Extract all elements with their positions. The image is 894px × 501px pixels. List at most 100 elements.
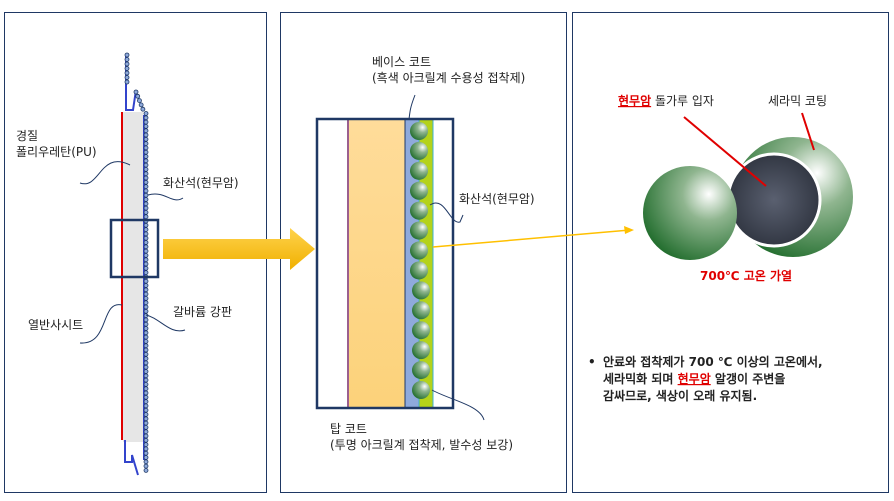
granule xyxy=(143,235,149,241)
granule xyxy=(143,317,149,323)
granule xyxy=(143,343,149,349)
granule xyxy=(143,149,149,155)
bullet-basalt-highlight: 현무암 xyxy=(678,371,711,386)
granule xyxy=(143,390,149,396)
volcanic-stone-sphere xyxy=(412,281,430,300)
granule xyxy=(137,98,142,103)
pu-layer xyxy=(349,119,405,408)
granule xyxy=(143,197,149,202)
granule xyxy=(143,420,149,426)
particle-label-text: 돌가루 입자 xyxy=(651,94,714,108)
particle-pointer xyxy=(683,116,767,187)
granule xyxy=(143,338,149,344)
granule xyxy=(140,106,146,112)
granule xyxy=(143,326,149,331)
granule xyxy=(143,132,149,138)
granule xyxy=(143,111,149,116)
coating-pointer xyxy=(801,112,815,151)
volcanic-stone-sphere xyxy=(410,241,428,260)
granule xyxy=(143,270,149,276)
granule xyxy=(143,252,149,258)
granule xyxy=(143,429,149,435)
zoom-region-box xyxy=(109,218,160,279)
base-coat-desc: (흑색 아크릴계 수용성 접착제) xyxy=(372,71,525,85)
granule xyxy=(143,201,149,207)
bullet-line-1: 안료와 접착제가 700 ℃ 이상의 고온에서, xyxy=(603,354,823,369)
detail-pointer-arrowhead xyxy=(624,226,634,234)
granule xyxy=(143,416,149,422)
granule xyxy=(143,330,149,336)
granule xyxy=(143,347,149,353)
volcanic-stone-sphere xyxy=(410,161,428,180)
volcanic-stone-sphere xyxy=(412,321,430,340)
granule xyxy=(143,205,149,211)
volcanic-stone-sphere xyxy=(410,221,428,240)
granule xyxy=(124,66,130,71)
granule xyxy=(143,222,149,228)
granule xyxy=(143,321,149,327)
granule xyxy=(143,467,149,473)
granule xyxy=(143,459,149,465)
granule xyxy=(143,295,149,301)
bullet-line-3: 감싸므로, 색상이 오래 유지됨. xyxy=(603,388,757,403)
granule xyxy=(143,192,149,198)
granule xyxy=(143,450,149,456)
granule xyxy=(143,265,149,271)
granule xyxy=(124,75,130,80)
granule xyxy=(143,158,149,164)
granule xyxy=(143,442,149,448)
granule xyxy=(133,89,139,95)
green-particle xyxy=(643,166,737,260)
granule xyxy=(143,304,149,310)
granule xyxy=(143,308,149,314)
granule xyxy=(143,244,149,250)
granule xyxy=(143,145,149,151)
granule xyxy=(143,364,149,370)
leader-line xyxy=(429,202,464,223)
granule xyxy=(143,283,149,288)
detail-pointer-line xyxy=(432,229,631,248)
granule xyxy=(143,261,149,267)
granule xyxy=(143,141,149,147)
label-pu-line1: 경질 xyxy=(16,129,38,143)
leader-line xyxy=(79,304,123,344)
granule xyxy=(143,184,149,190)
granule xyxy=(143,407,149,413)
heat-label: 700℃ 고온 가열 xyxy=(700,268,792,283)
granule xyxy=(143,124,149,129)
granule xyxy=(143,300,149,306)
granule xyxy=(143,386,149,392)
granule xyxy=(143,231,149,237)
granule xyxy=(143,377,149,383)
bullet-icon: • xyxy=(588,355,596,369)
volcanic-stone-sphere xyxy=(412,301,430,320)
basalt-highlight: 현무암 xyxy=(618,93,651,108)
ceramic-coating-label: 세라믹 코팅 xyxy=(768,94,827,108)
panel-cross-section xyxy=(121,52,149,476)
volcanic-stone-sphere xyxy=(410,122,428,140)
granule xyxy=(143,136,149,142)
granule xyxy=(135,93,141,99)
granule xyxy=(143,188,149,194)
granule xyxy=(143,424,149,430)
label-pu-line2: 폴리우레탄(PU) xyxy=(16,145,97,159)
granule xyxy=(143,394,149,400)
granule xyxy=(143,166,149,172)
leader-line xyxy=(431,389,485,421)
volcanic-stone-sphere xyxy=(410,201,428,220)
zoom-arrow-icon xyxy=(163,228,315,270)
leader-line xyxy=(147,193,184,201)
label-reflective-sheet: 열반사시트 xyxy=(28,318,83,332)
basalt-powder-core xyxy=(726,152,822,248)
granule xyxy=(143,227,149,233)
right-panel xyxy=(572,12,889,493)
granule xyxy=(143,115,149,121)
granule xyxy=(143,248,149,254)
granule xyxy=(138,102,144,108)
granule xyxy=(143,214,149,220)
granule xyxy=(143,278,149,284)
granule xyxy=(143,373,149,379)
leader-line xyxy=(145,314,186,332)
granule xyxy=(143,403,149,409)
